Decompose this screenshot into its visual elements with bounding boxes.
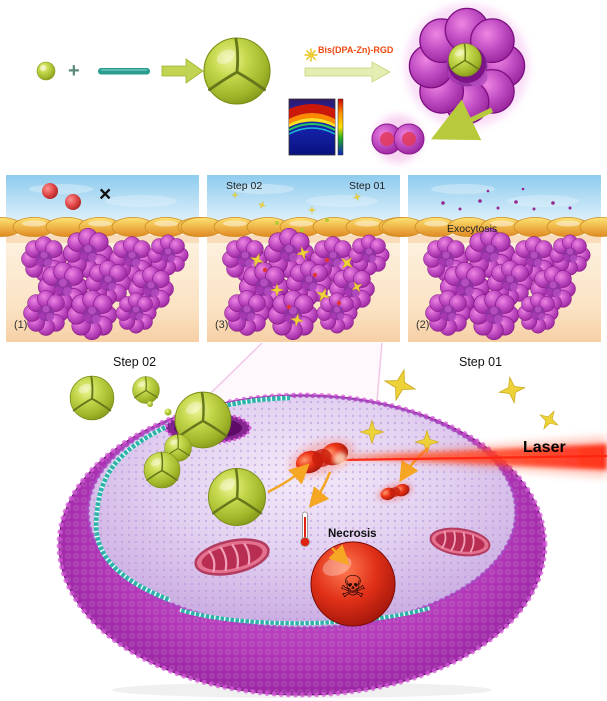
thermometer-icon — [300, 511, 310, 547]
ligand-star — [534, 405, 564, 435]
ligand-star — [380, 365, 420, 405]
blocked-particle — [42, 183, 58, 199]
small-nanoparticle-icon — [36, 61, 56, 81]
internalized-nanoparticle — [207, 467, 267, 527]
ligand-star — [496, 374, 528, 406]
exocytosed-particles — [441, 187, 572, 211]
internalized-nanoparticle — [143, 451, 181, 489]
dimer-arrow — [430, 99, 494, 141]
panel-step02-label: Step 02 — [226, 180, 263, 192]
assembly-arrow — [304, 61, 391, 83]
blocked-cross-icon: × — [99, 183, 112, 206]
trilobed-nanoparticle — [202, 36, 272, 106]
blocked-particle — [65, 194, 81, 210]
peptide-rod-icon — [98, 68, 150, 75]
endocytosis-cup — [164, 390, 252, 450]
trilobed-nanoparticle — [131, 375, 161, 405]
laser-label: Laser — [523, 439, 566, 456]
exocytosis-label: Exocytosis — [447, 223, 498, 235]
panel-index-2: (2) — [416, 319, 430, 331]
panel-exocytosis — [382, 175, 607, 342]
cell-step01-label: Step 01 — [459, 355, 503, 369]
extracellular-objects — [69, 365, 564, 435]
reaction-arrow — [161, 58, 204, 84]
plus-icon: + — [68, 60, 80, 82]
cancer-cell: ☠ — [56, 390, 548, 698]
panel-blocked-uptake — [0, 175, 220, 342]
spectrum-inset — [288, 98, 344, 156]
reagent-label: Bis(DPA-Zn)-RGD — [318, 45, 394, 55]
panel-uptake-steps — [181, 175, 421, 342]
nanoparticle-dimer — [371, 115, 425, 163]
ligand-starburst-icon — [304, 48, 318, 62]
panel-index-1: (1) — [14, 319, 28, 331]
assembled-nanocluster — [405, 4, 529, 128]
cell-step02-label: Step 02 — [113, 355, 157, 369]
synthesis-scheme — [36, 4, 529, 163]
trilobed-nanoparticle — [69, 375, 115, 421]
laser-beam — [332, 436, 607, 478]
panel-index-3: (3) — [215, 319, 229, 331]
skull-icon: ☠ — [340, 570, 367, 605]
necrosis-label: Necrosis — [328, 528, 377, 540]
panel-step01-label: Step 01 — [349, 180, 386, 192]
necrotic-nucleus: ☠ — [310, 541, 396, 627]
